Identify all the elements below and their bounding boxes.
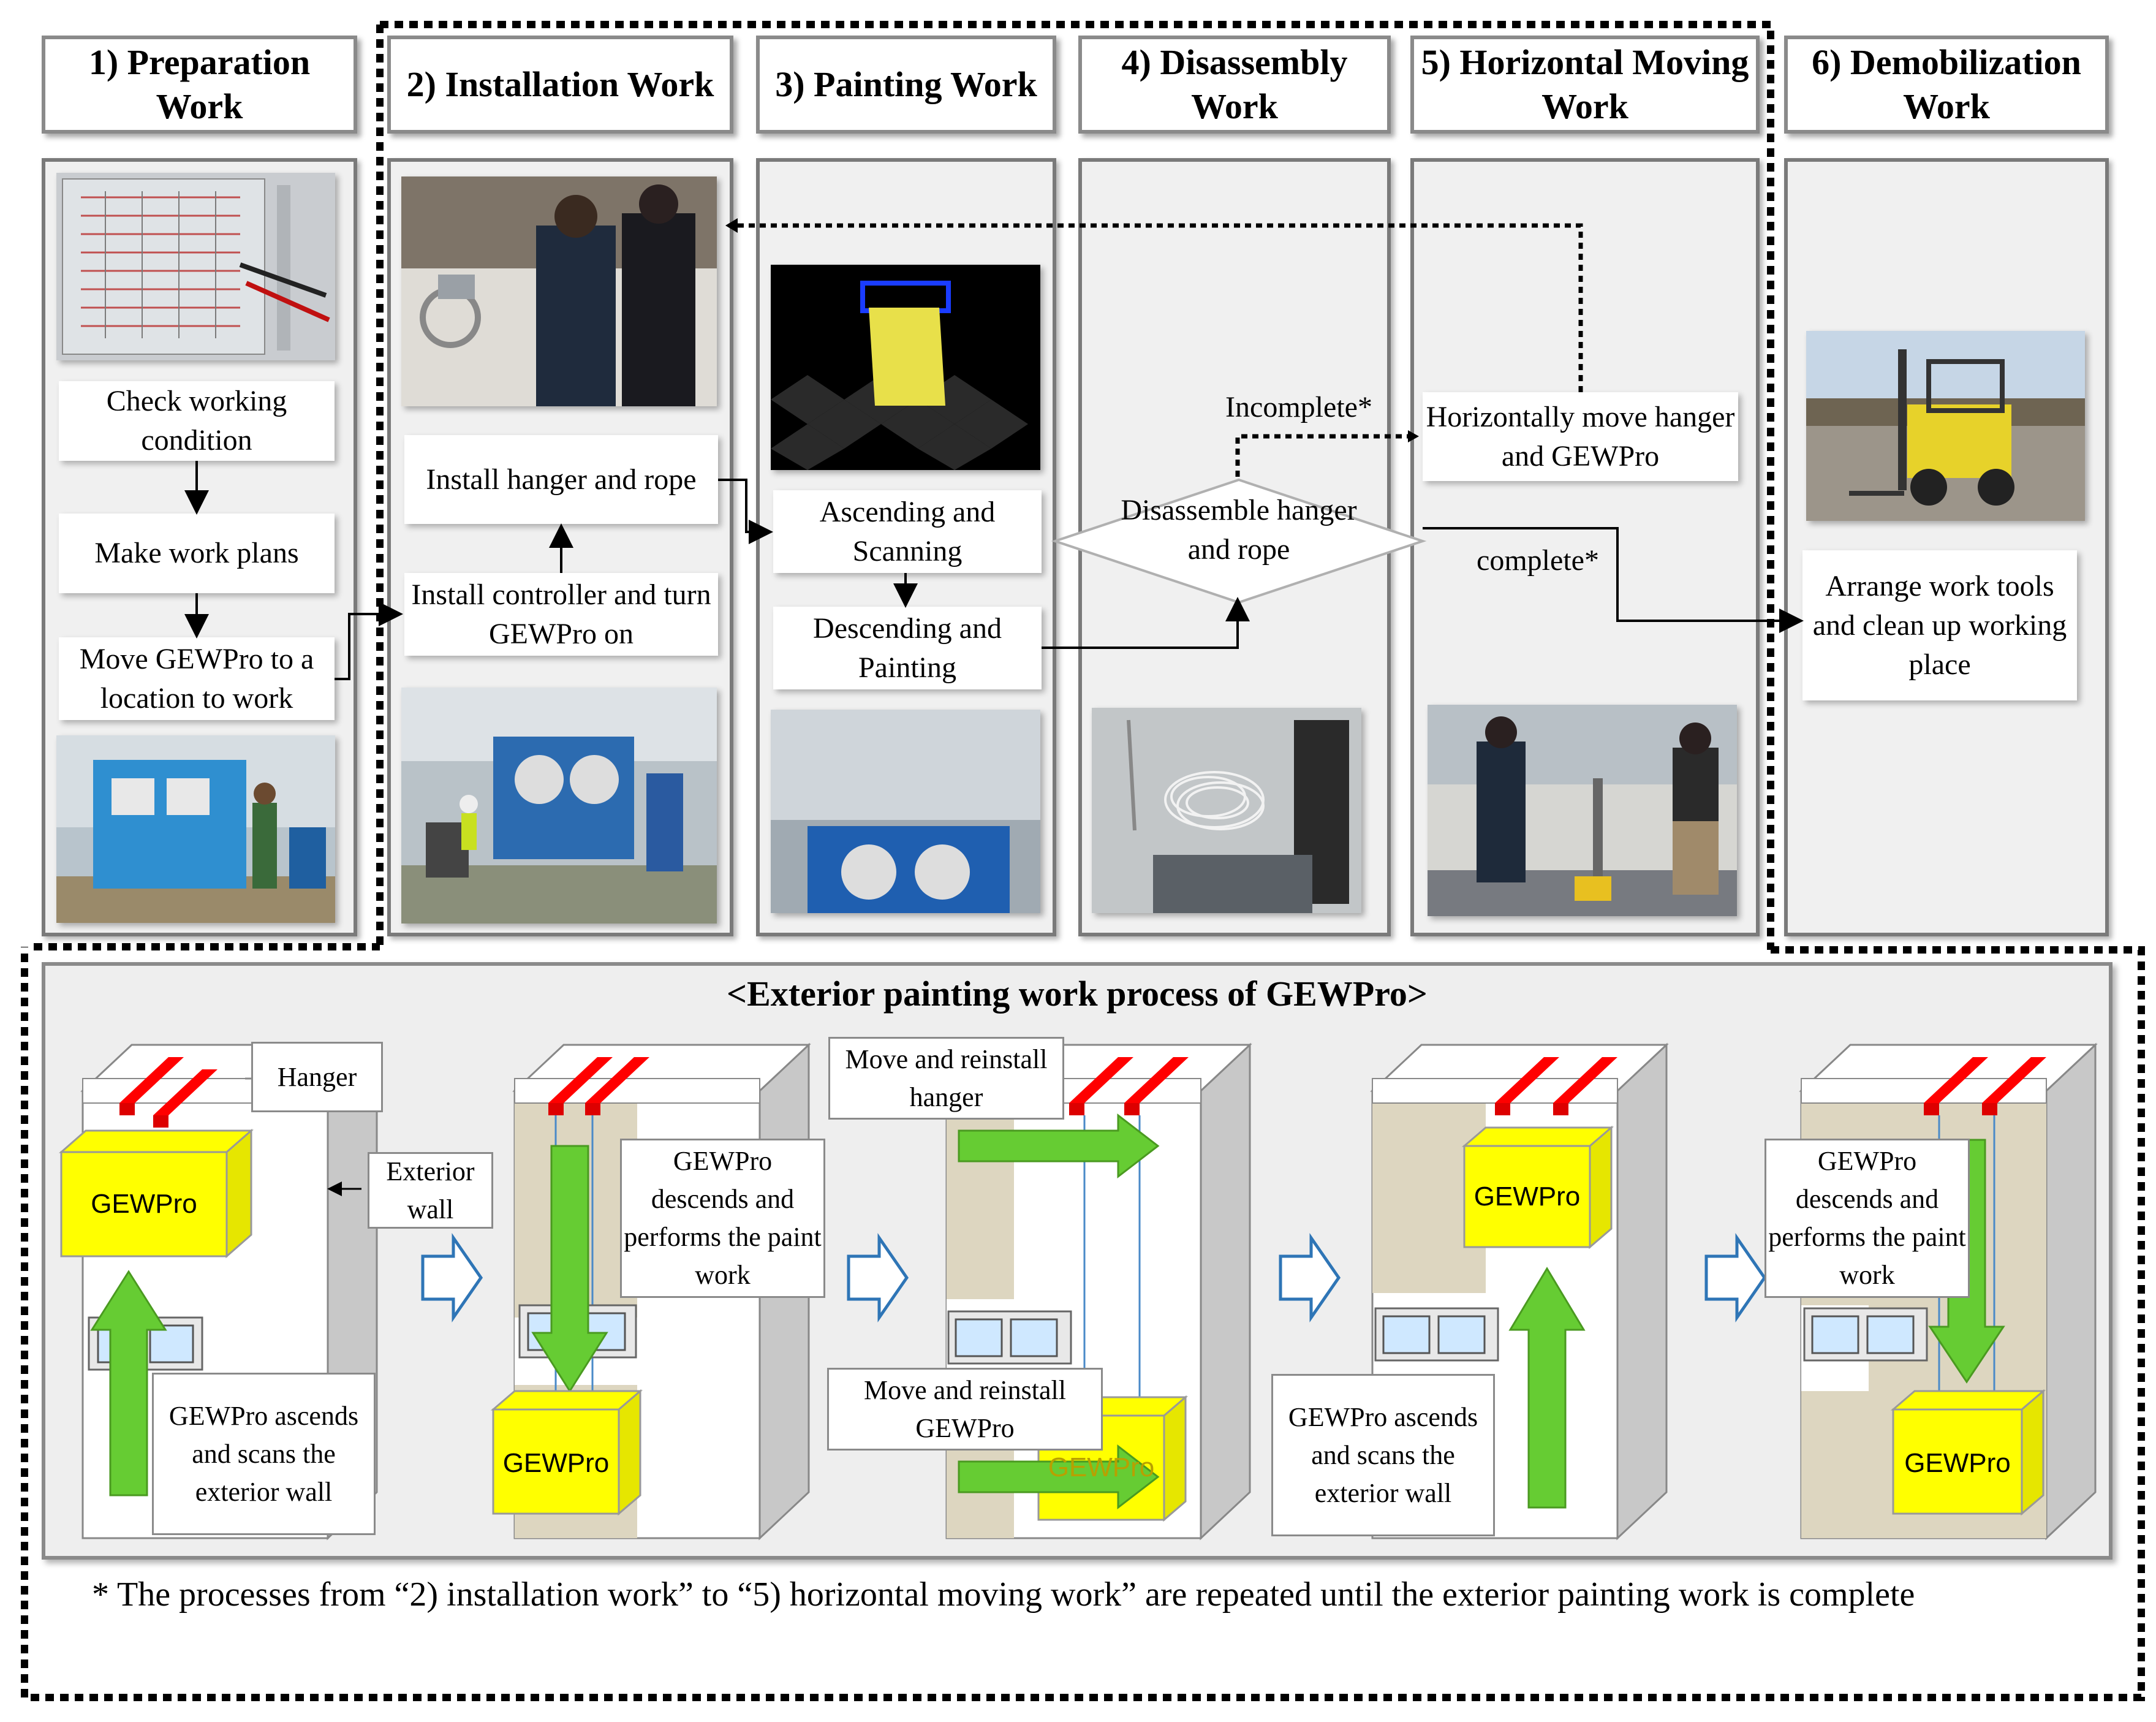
header-horizontal-moving: 5) Horizontal Moving Work bbox=[1410, 36, 1760, 134]
building-3 bbox=[944, 1042, 1252, 1541]
gewpro-label-2: GEWPro bbox=[502, 1447, 610, 1478]
prep-make-work-plans: Make work plans bbox=[59, 514, 335, 593]
header-disassembly: 4) Disassembly Work bbox=[1078, 36, 1391, 134]
header-painting: 3) Painting Work bbox=[756, 36, 1056, 134]
incomplete-label: Incomplete* bbox=[1225, 391, 1372, 423]
bottom-title: <Exterior painting work process of GEWPr… bbox=[727, 974, 1428, 1014]
photo-work-plan-drawing bbox=[56, 173, 335, 360]
hanger-callout: Hanger bbox=[251, 1042, 383, 1112]
disassembly-label: Disassemble hanger and rope bbox=[1121, 494, 1357, 566]
gewpro-label-1: GEWPro bbox=[91, 1189, 197, 1219]
prep-move-gewpro: Move GEWPro to a location to work bbox=[59, 637, 335, 720]
gewpro-label-3: GEWPro bbox=[1048, 1452, 1155, 1482]
gewpro-label-4: GEWPro bbox=[1473, 1181, 1581, 1212]
photo-forklift bbox=[1806, 331, 2085, 521]
photo-moving-hanger bbox=[1428, 705, 1737, 916]
header-demobilization: 6) Demobilization Work bbox=[1784, 36, 2109, 134]
complete-label: complete* bbox=[1477, 544, 1599, 577]
building-illustrations bbox=[59, 1042, 2098, 1541]
footnote: * The processes from “2) installation wo… bbox=[92, 1576, 1915, 1614]
ascend-scan-callout-1: GEWPro ascends and scans the exterior wa… bbox=[152, 1373, 376, 1535]
install-controller: Install controller and turn GEWPro on bbox=[404, 573, 718, 656]
exterior-wall-callout: Exterior wall bbox=[368, 1152, 493, 1229]
column-demobilization bbox=[1784, 158, 2109, 936]
photo-controller-site bbox=[401, 688, 717, 924]
descend-paint-callout-1: GEWPro descends and performs the paint w… bbox=[620, 1139, 825, 1298]
move-gewpro-callout: Move and reinstall GEWPro bbox=[827, 1368, 1103, 1451]
paint-descending-painting: Descending and Painting bbox=[773, 607, 1042, 689]
ascend-scan-callout-2: GEWPro ascends and scans the exterior wa… bbox=[1271, 1374, 1495, 1536]
photo-painting-gondola bbox=[771, 710, 1040, 913]
header-preparation: 1) Preparation Work bbox=[42, 36, 357, 134]
install-hanger-rope: Install hanger and rope bbox=[404, 435, 718, 524]
photo-gewpro-container bbox=[56, 735, 335, 923]
photo-installing-hanger bbox=[401, 176, 717, 406]
photo-disassembled-rope bbox=[1092, 708, 1361, 913]
move-hanger-callout: Move and reinstall hanger bbox=[828, 1037, 1064, 1120]
image-3d-scan bbox=[771, 265, 1040, 470]
flow-arrows bbox=[184, 218, 1804, 680]
descend-paint-callout-2: GEWPro descends and performs the paint w… bbox=[1765, 1139, 1970, 1298]
hmove-label: Horizontally move hanger and GEWPro bbox=[1423, 392, 1738, 481]
demob-label: Arrange work tools and clean up working … bbox=[1802, 550, 2077, 700]
prep-check-conditions: Check working condition bbox=[59, 381, 335, 461]
gewpro-label-5: GEWPro bbox=[1904, 1447, 2011, 1478]
paint-ascending-scanning: Ascending and Scanning bbox=[773, 490, 1042, 573]
header-installation: 2) Installation Work bbox=[387, 36, 733, 134]
